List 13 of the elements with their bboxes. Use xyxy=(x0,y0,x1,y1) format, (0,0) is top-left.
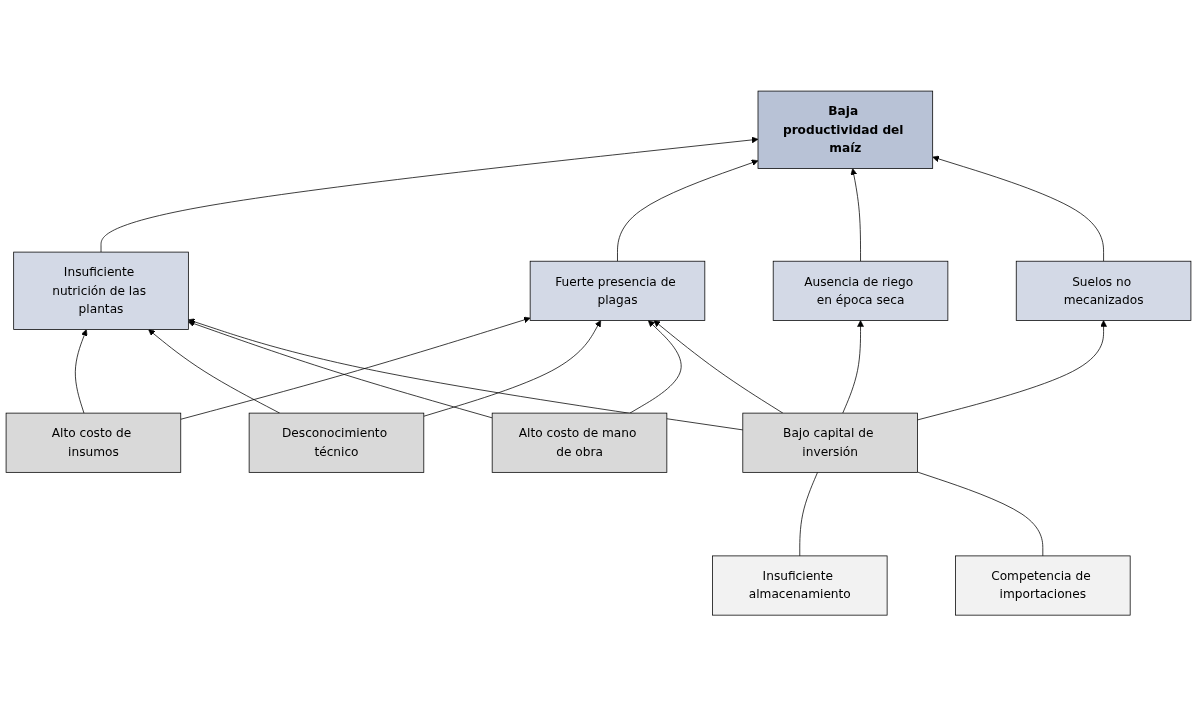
connector xyxy=(917,471,1044,557)
node-box: Bajo capital de inversión xyxy=(742,412,918,473)
node-box: Alto costo de mano de obra xyxy=(491,412,668,473)
node-box: Competencia de importaciones xyxy=(955,555,1131,616)
node-box: Suelos no mecanizados xyxy=(1015,260,1192,321)
connector xyxy=(799,471,818,557)
node-box: Baja productividad del maíz xyxy=(757,90,934,169)
node-box: Alto costo de insumos xyxy=(5,412,182,473)
node-box: Fuerte presencia de plagas xyxy=(529,260,706,321)
node-box: Desconocimiento técnico xyxy=(248,412,425,473)
node-box: Ausencia de riego en época seca xyxy=(772,260,949,321)
node-box: Insuficiente almacenamiento xyxy=(712,555,888,616)
node-box: Insuficiente nutrición de las plantas xyxy=(13,251,189,330)
